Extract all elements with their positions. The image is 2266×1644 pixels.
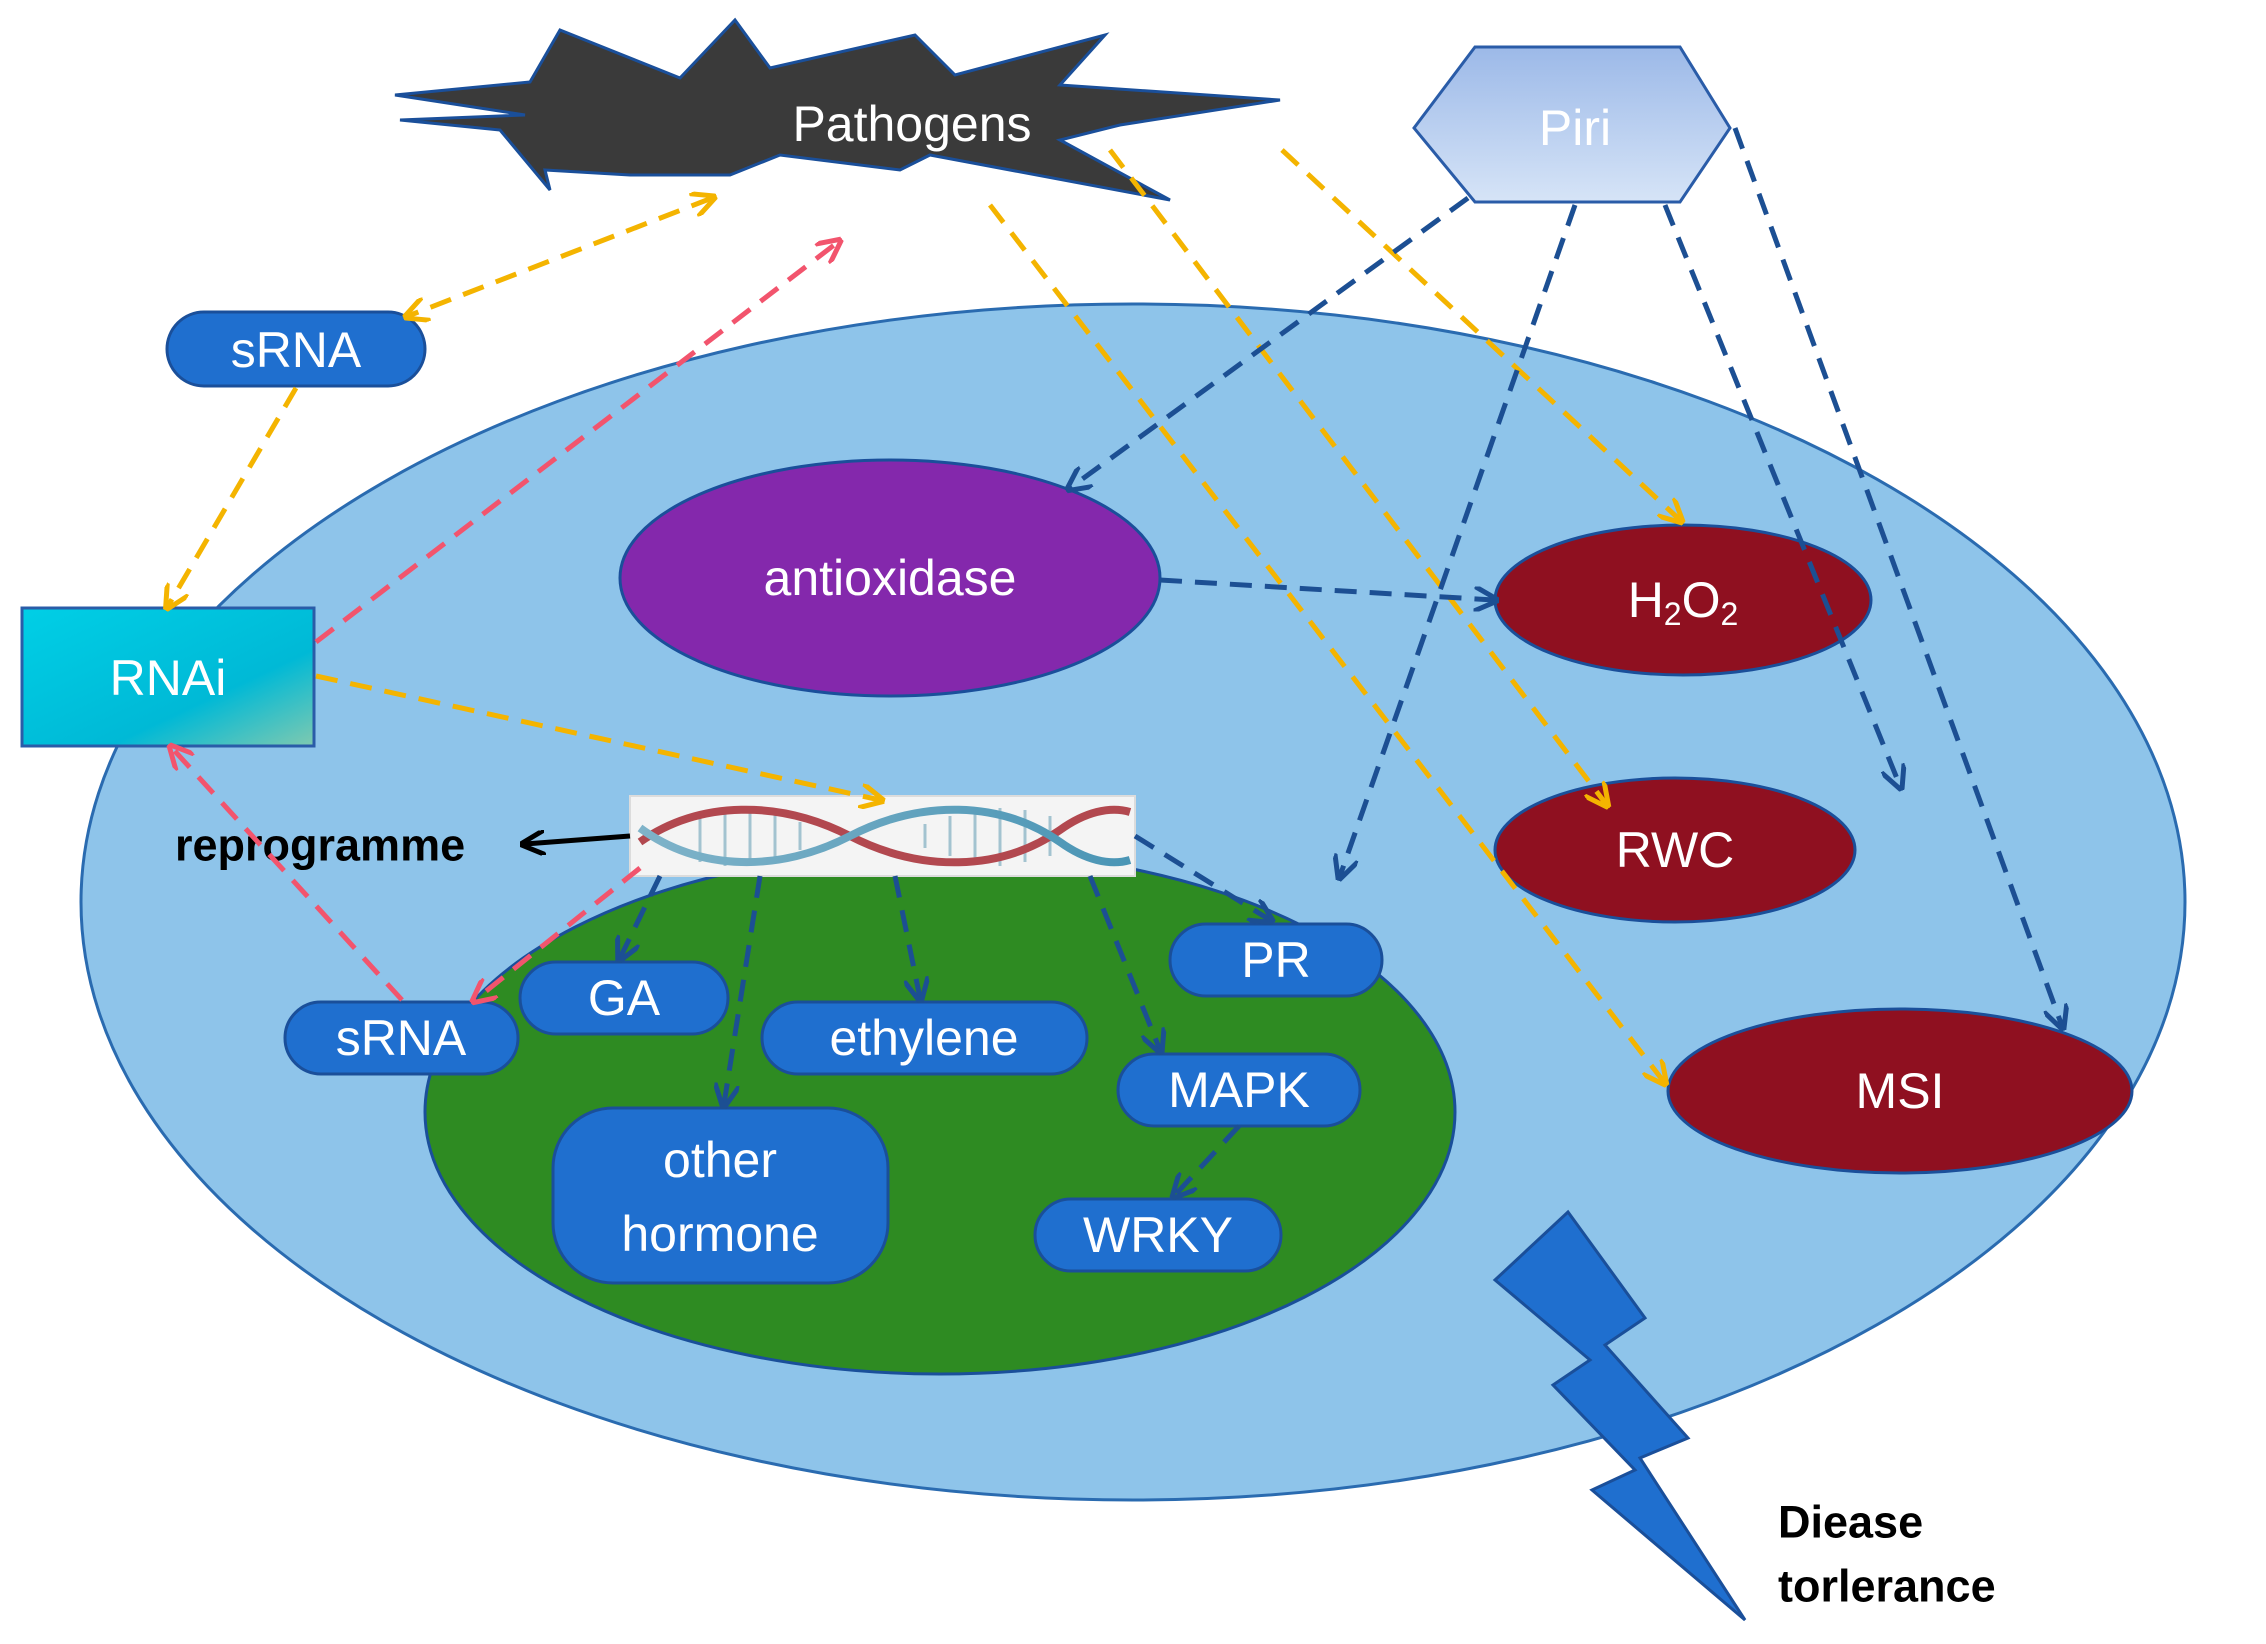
wrky-label: WRKY [1083, 1207, 1233, 1263]
arrow-antioxidase-h2o2 [1159, 577, 1494, 600]
other-hormone-line2: hormone [621, 1206, 818, 1262]
reprogramme-arrow [525, 836, 631, 844]
mapk-label: MAPK [1168, 1062, 1310, 1118]
rnai-node: RNAi [20, 606, 316, 748]
arrow-piri-msi [1732, 127, 2062, 1026]
antioxidase-label: antioxidase [764, 550, 1017, 606]
arrow-dna-ethylene [892, 875, 920, 998]
dna-helix-image [629, 795, 1136, 877]
arrow-dna-srna-pink [475, 866, 642, 1000]
rwc-node: RWC [1493, 776, 1857, 924]
mapk-node: MAPK [1116, 1052, 1362, 1128]
reprogramme-label: reprogramme [175, 820, 465, 871]
rnai-box [20, 606, 316, 748]
arrow-dna-ga [620, 874, 663, 958]
srna-inner-label: sRNA [336, 1010, 467, 1066]
arrow-rnai-pathogens [314, 242, 838, 644]
h2o2-o: O [1682, 572, 1721, 628]
arrow-pathogens-msi [988, 203, 1664, 1082]
srna-outer-pill [165, 310, 427, 388]
disease-tolerance-line2: torlerance [1778, 1561, 1996, 1612]
h2o2-h: H [1628, 572, 1664, 628]
wrky-pill [1033, 1197, 1283, 1273]
msi-label: MSI [1856, 1063, 1945, 1119]
arrow-dna-other-hormone [724, 875, 763, 1104]
srna-inner-node: sRNA [283, 1000, 520, 1076]
disease-tolerance-line1: Diease [1778, 1497, 1923, 1548]
srna-inner-pill [283, 1000, 520, 1076]
msi-node: MSI [1666, 1007, 2134, 1175]
rwc-ellipse [1493, 776, 1857, 924]
h2o2-node: H2O2 [1493, 523, 1873, 677]
arrow-srna-rnai [168, 386, 299, 606]
ethylene-label: ethylene [829, 1010, 1018, 1066]
pathogens-node: Pathogens [394, 17, 1281, 202]
srna-outer-label: sRNA [231, 322, 362, 378]
arrow-mapk-wrky [1175, 1124, 1241, 1195]
yellow-arrows [168, 148, 1680, 1082]
arrow-rnai-dna [315, 673, 880, 800]
pathogens-burst-shape [394, 17, 1281, 202]
arrow-piri-antioxidase [1070, 195, 1470, 488]
ga-label: GA [588, 970, 661, 1026]
ethylene-node: ethylene [760, 1000, 1089, 1076]
blue-arrows [620, 127, 2062, 1195]
arrow-pathogens-h2o2 [1280, 148, 1680, 520]
arrow-pathogens-rwc [1108, 148, 1606, 804]
other-hormone-node: other hormone [551, 1106, 890, 1285]
arrow-dna-pr [1133, 833, 1270, 920]
ga-node: GA [518, 960, 730, 1036]
pr-node: PR [1168, 922, 1384, 998]
rnai-label: RNAi [110, 650, 227, 706]
piri-label: Piri [1539, 100, 1611, 156]
antioxidase-ellipse [618, 458, 1162, 698]
pr-label: PR [1241, 932, 1310, 988]
rwc-label: RWC [1616, 822, 1735, 878]
piri-node: Piri [1412, 45, 1732, 204]
srna-outer-node: sRNA [165, 310, 427, 388]
other-hormone-line1: other [663, 1132, 777, 1188]
antioxidase-node: antioxidase [618, 458, 1162, 698]
msi-ellipse [1666, 1007, 2134, 1175]
piri-hexagon [1412, 45, 1732, 204]
dna-background [629, 795, 1136, 877]
h2o2-sub-2: 2 [1721, 596, 1739, 632]
disease-tolerance-bolt [1492, 1209, 1747, 1622]
pathogens-label: Pathogens [792, 96, 1031, 152]
arrow-pathogens-srna [408, 198, 712, 316]
arrow-dna-mapk [1087, 875, 1160, 1050]
h2o2-sub-1: 2 [1664, 596, 1682, 632]
arrow-srna-rnai-pink [172, 748, 404, 1002]
arrow-piri-nucleus [1340, 204, 1578, 876]
pink-arrows [172, 242, 838, 1000]
wrky-node: WRKY [1033, 1197, 1283, 1273]
h2o2-label: H2O2 [1628, 572, 1739, 632]
dna-strand-red [637, 805, 1132, 867]
dna-strand-blue [637, 805, 1132, 867]
